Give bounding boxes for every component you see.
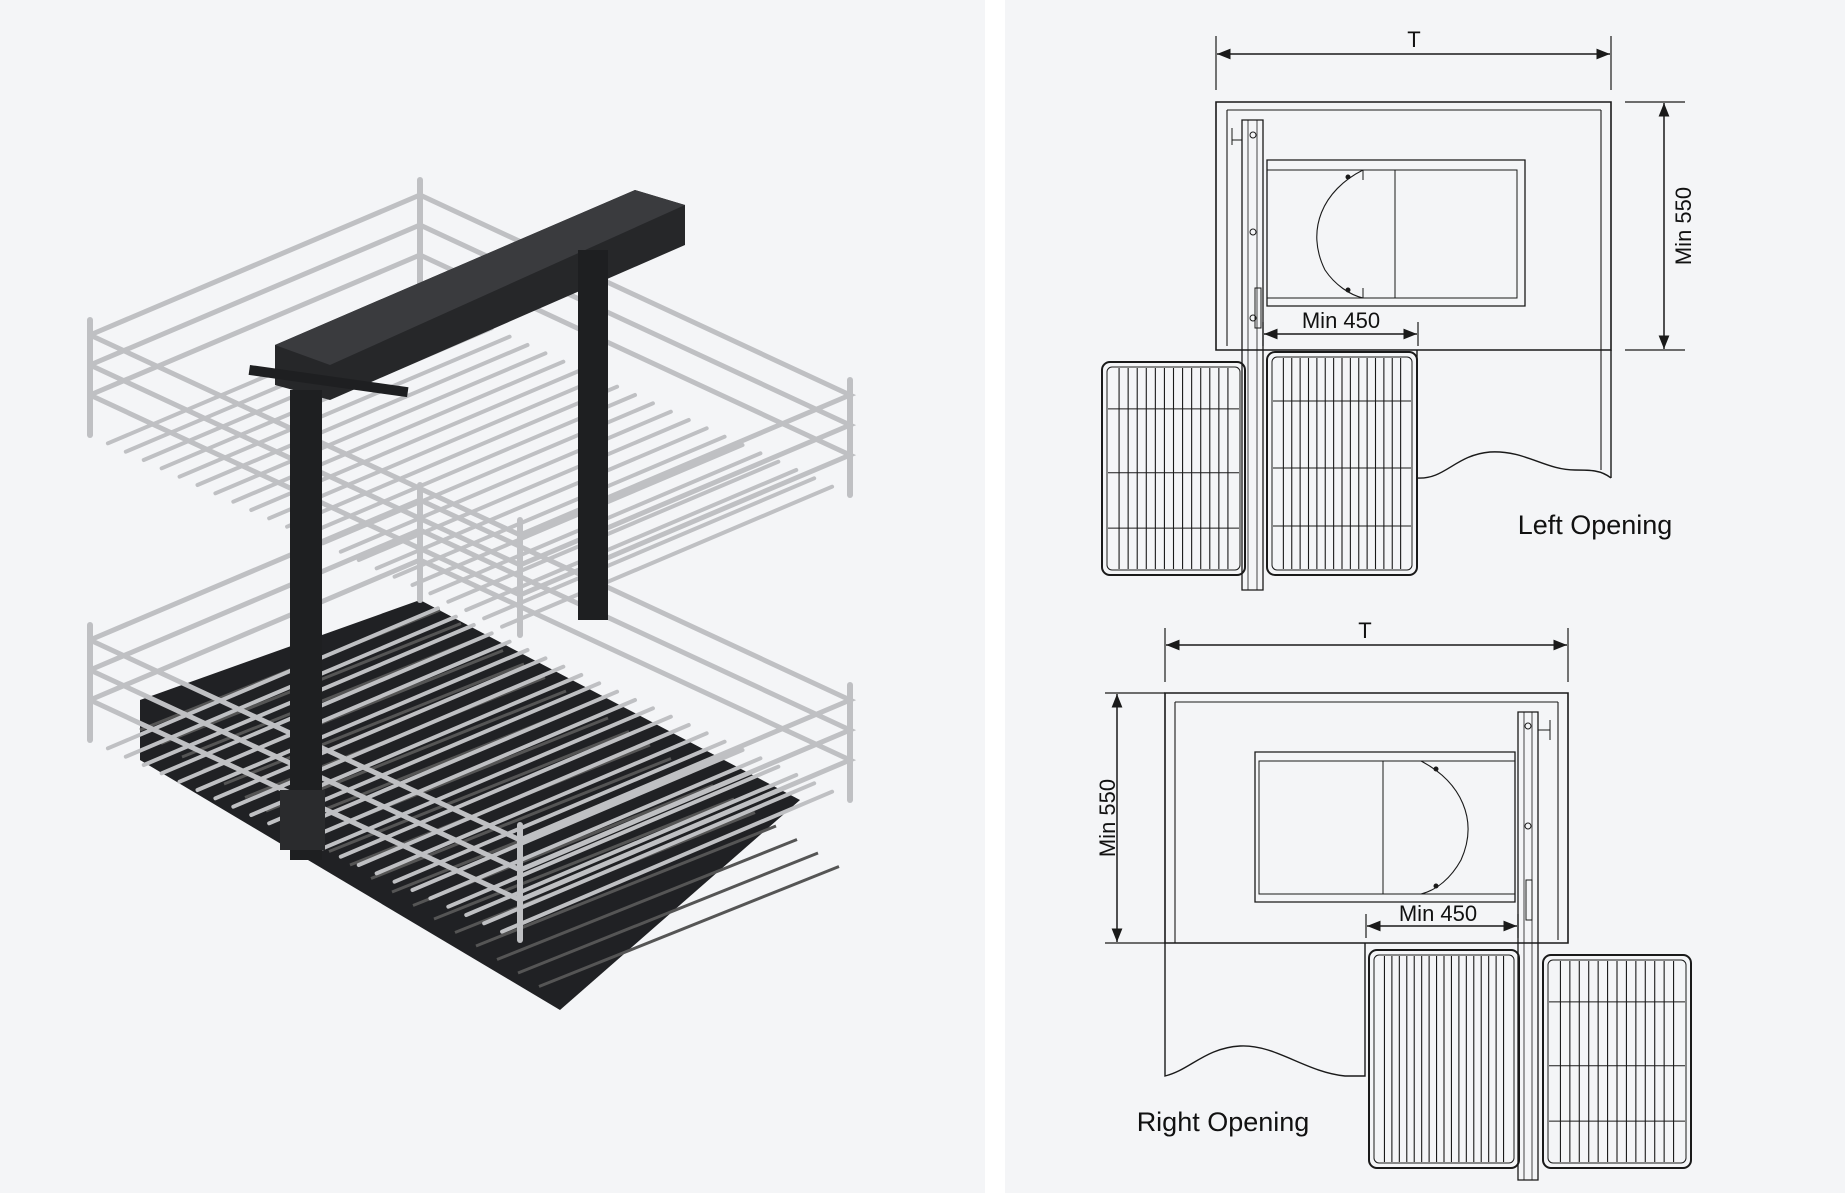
caption-left-opening: Left Opening xyxy=(1518,510,1673,540)
upper-basket xyxy=(87,177,857,638)
pulled-basket-left xyxy=(1101,361,1246,576)
depth-label: Min 550 xyxy=(1095,779,1120,857)
corner-wire-basket-icon xyxy=(87,177,857,1010)
product-photo-panel xyxy=(87,177,857,1010)
depth-dimension: Min 550 xyxy=(1625,101,1696,351)
black-frame xyxy=(248,190,685,860)
pulled-basket-right xyxy=(1542,954,1692,1169)
opening-dimension: Min 450 xyxy=(1262,308,1419,346)
depth-label: Min 550 xyxy=(1671,187,1696,265)
pulled-basket-left xyxy=(1368,949,1520,1169)
width-dimension: T xyxy=(1215,27,1612,90)
left-opening-drawing: T Min 550 xyxy=(1101,27,1696,591)
caption-right-opening: Right Opening xyxy=(1137,1107,1310,1137)
lower-tray xyxy=(139,600,840,1010)
depth-dimension: Min 550 xyxy=(1095,692,1165,944)
technical-drawings-panel: T Min 550 xyxy=(1005,0,1845,1193)
pulled-basket-right xyxy=(1266,351,1418,576)
opening-label: Min 450 xyxy=(1302,308,1380,333)
width-label: T xyxy=(1407,27,1420,52)
right-opening-drawing: T Min 550 xyxy=(1095,618,1692,1181)
opening-dimension: Min 450 xyxy=(1365,901,1519,938)
opening-label: Min 450 xyxy=(1399,901,1477,926)
width-dimension: T xyxy=(1164,618,1569,682)
width-label: T xyxy=(1358,618,1371,643)
panel-divider xyxy=(985,0,1005,1193)
